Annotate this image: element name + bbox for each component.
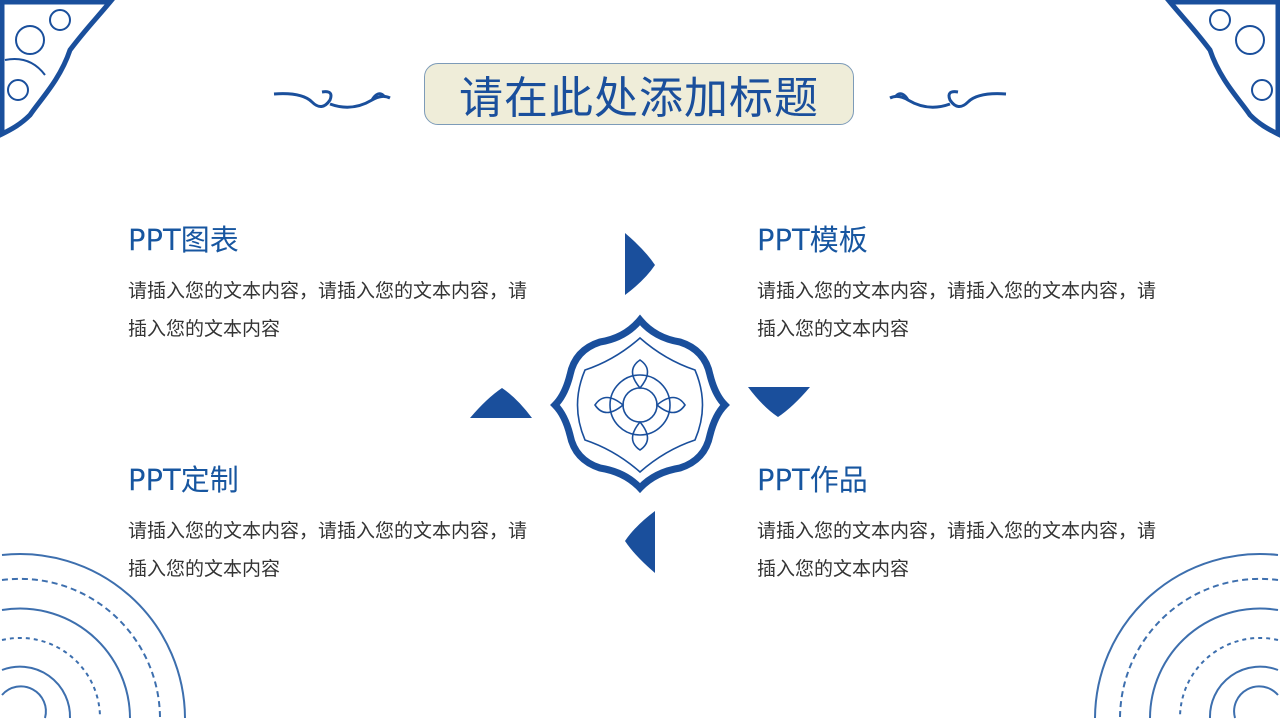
center-flower-ornament [470,233,810,573]
mandala-ornament-bottom-right [1094,553,1279,719]
section-body-custom: 请插入您的文本内容，请插入您的文本内容，请插入您的文本内容 [128,520,528,580]
section-body-charts: 请插入您的文本内容，请插入您的文本内容，请插入您的文本内容 [128,280,528,340]
corner-ornament-top-right [1165,0,1280,138]
title-box: 请在此处添加标题 [424,63,854,125]
section-heading-custom: PPT定制 [128,463,239,497]
scroll-ornament-right [889,90,1007,109]
section-heading-charts: PPT图表 [128,223,239,257]
section-body-templates: 请插入您的文本内容，请插入您的文本内容，请插入您的文本内容 [757,280,1157,340]
section-heading-works: PPT作品 [757,463,868,497]
section-heading-templates: PPT模板 [757,223,868,257]
page-title: 请在此处添加标题 [459,73,819,124]
scroll-ornament-left [273,90,391,109]
section-body-works: 请插入您的文本内容，请插入您的文本内容，请插入您的文本内容 [757,520,1157,580]
corner-ornament-top-left [0,0,115,138]
mandala-ornament-bottom-left [1,553,186,719]
